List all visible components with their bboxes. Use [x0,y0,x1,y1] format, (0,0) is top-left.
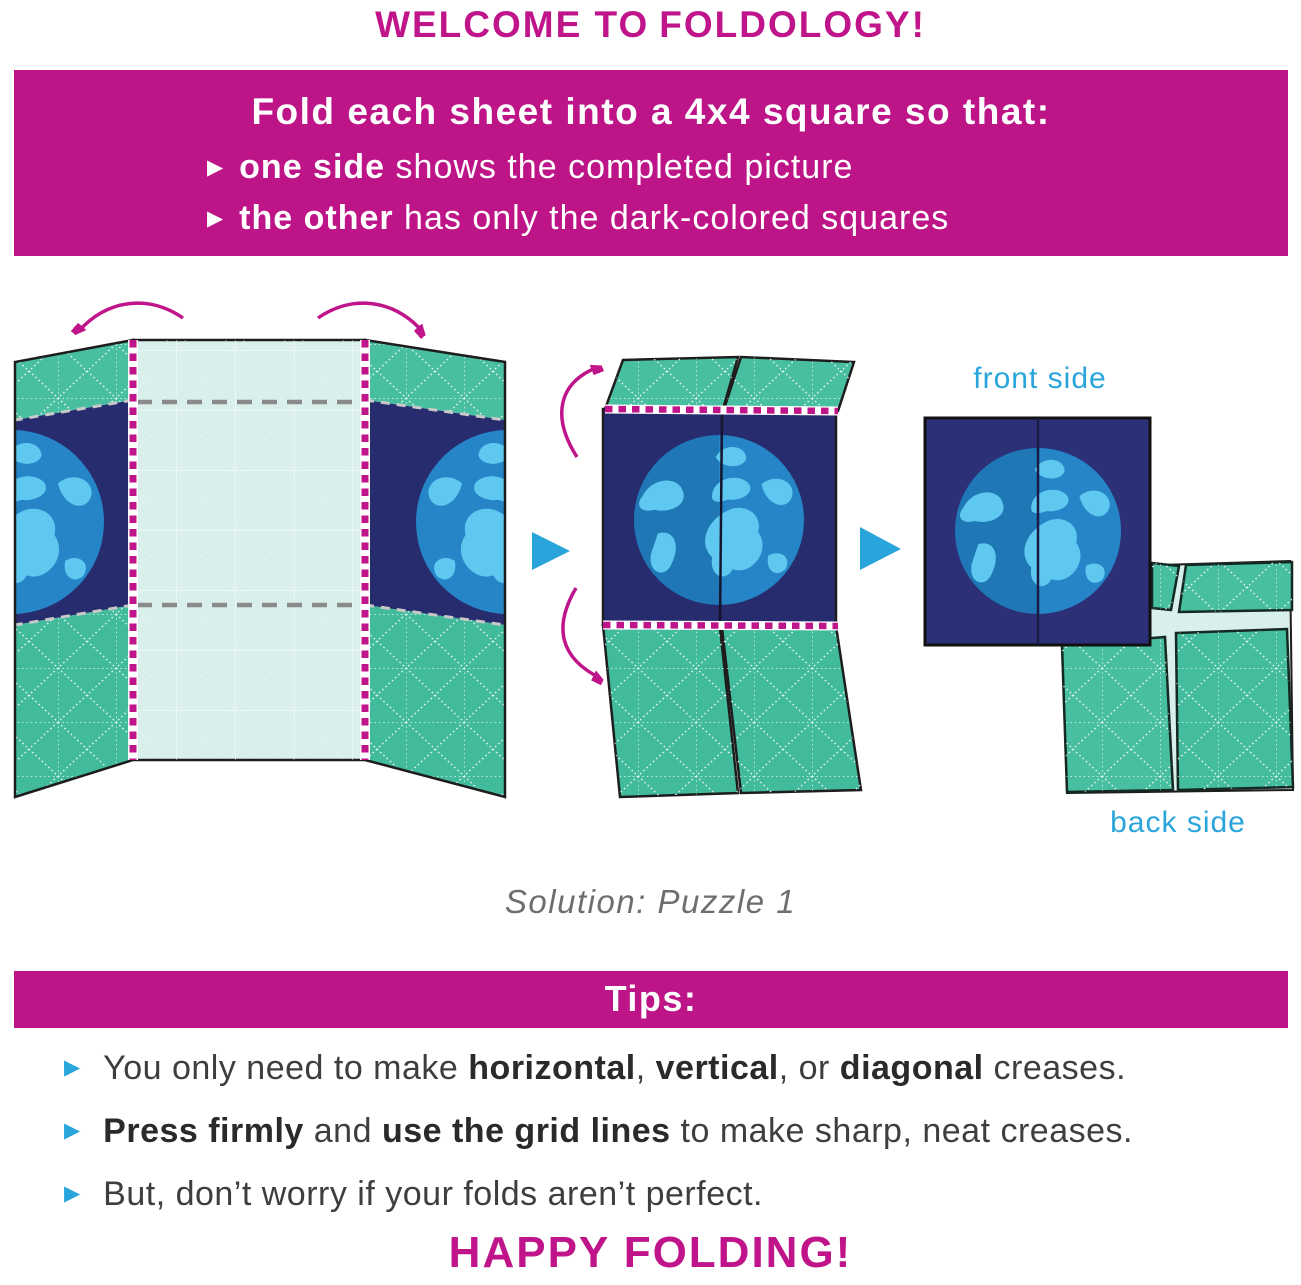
unfolded-sheet-diagram [13,301,507,799]
back-side-label: back side [1110,806,1246,839]
instruction-bullet: ▶ the other has only the dark-colored squ… [207,193,1288,244]
vertical-fold-lines [128,340,370,760]
folded-sheet-diagram [560,355,863,799]
tips-banner: Tips: [14,971,1288,1028]
bullet-triangle-icon: ▶ [64,1056,81,1079]
page-title-brand: FOLDOLOGY! [659,4,926,45]
fold-arrow-right [317,301,423,332]
bullet-triangle-icon: ▶ [64,1119,81,1142]
top-flaps [603,355,856,413]
fold-arrow-left [78,301,184,332]
instruction-banner: Fold each sheet into a 4x4 square so tha… [14,70,1288,256]
globe [634,435,804,605]
tip-text: But, don’t worry if your folds aren’t pe… [103,1175,763,1213]
bottom-flaps [601,623,863,799]
center-panel [131,338,367,762]
folding-diagram [13,301,1295,799]
tip-item: ▶ You only need to make horizontal, verti… [64,1049,1126,1088]
page-title-prefix: WELCOME TO [375,4,650,45]
result-diagram [923,416,1295,795]
back-side-square [1060,559,1295,795]
bullet-triangle-icon: ▶ [207,207,225,230]
instruction-heading: Fold each sheet into a 4x4 square so tha… [251,91,1051,132]
tip-text: You only need to make horizontal, vertic… [103,1049,1127,1087]
instruction-bullet-bold: the other [239,199,394,237]
horizontal-fold-guides [137,399,361,608]
fold-arrow-down [561,587,600,678]
right-flap [363,338,507,799]
front-side-square [923,416,1152,647]
tip-item: ▶ But, don’t worry if your folds aren’t p… [64,1175,763,1214]
bullet-triangle-icon: ▶ [207,156,225,179]
next-step-arrow-icon [860,527,901,570]
tip-item: ▶ Press firmly and use the grid lines to … [64,1112,1133,1151]
instruction-bullet-list: ▶ one side shows the completed picture ▶ t… [207,142,1288,244]
front-side-label: front side [973,362,1107,395]
next-step-arrow-icon [532,532,570,570]
instruction-bullet-rest: has only the dark-colored squares [393,199,950,237]
center-seam [718,408,724,627]
half-globe-right [416,430,505,614]
left-flap [13,338,135,799]
bullet-triangle-icon: ▶ [64,1182,81,1205]
fold-arrow-up [560,367,598,458]
solution-caption: Solution: Puzzle 1 [504,883,797,920]
instruction-bullet: ▶ one side shows the completed picture [207,142,1288,193]
instruction-bullet-bold: one side [239,148,386,186]
instruction-bullet-rest: shows the completed picture [385,148,854,186]
horizontal-fold-lines [602,404,839,631]
footer-title: HAPPY FOLDING! [448,1228,853,1277]
tip-text: Press firmly and use the grid lines to m… [103,1112,1133,1150]
